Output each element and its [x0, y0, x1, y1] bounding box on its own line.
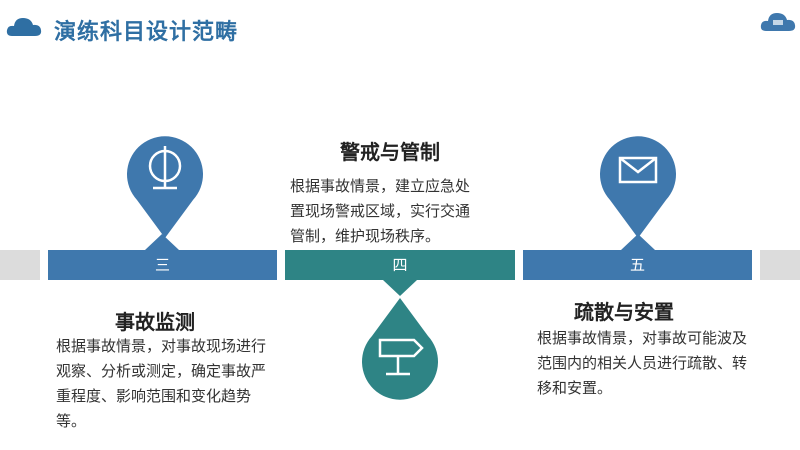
step-4-connector — [383, 280, 417, 296]
step-5-connector — [621, 234, 655, 250]
step-4-band: 四 — [285, 250, 515, 280]
cloud-logo-icon — [760, 13, 796, 31]
page-title: 演练科目设计范畴 — [54, 20, 239, 45]
envelope-icon — [618, 156, 658, 184]
step-3-number: 三 — [154, 256, 170, 274]
step-4-pin — [362, 298, 438, 400]
step-5-description: 根据事故情景，对事故可能波及范围内的相关人员进行疏散、转移和安置。 — [537, 329, 748, 397]
step-3-band: 三 — [48, 250, 277, 280]
step-3-connector — [145, 234, 179, 250]
band-stub-left — [0, 250, 40, 280]
step-3-heading: 事故监测 — [115, 310, 195, 334]
monitor-gauge-icon — [148, 146, 182, 190]
step-5-heading: 疏散与安置 — [574, 300, 674, 324]
band-stub-right — [760, 250, 800, 280]
step-3-description: 根据事故情景，对事故现场进行观察、分析或测定，确定事故严重程度、影响范围和变化趋… — [56, 337, 267, 430]
step-4-heading: 警戒与管制 — [340, 140, 440, 164]
signpost-icon — [378, 338, 424, 376]
step-4-description: 根据事故情景，建立应急处置现场警戒区域，实行交通管制，维护现场秩序。 — [290, 177, 471, 245]
step-3-pin — [126, 136, 203, 238]
step-5-number: 五 — [629, 256, 645, 274]
step-5-band: 五 — [523, 250, 752, 280]
step-5-pin — [600, 136, 676, 238]
cloud-icon — [6, 18, 42, 36]
step-4-number: 四 — [392, 256, 408, 274]
